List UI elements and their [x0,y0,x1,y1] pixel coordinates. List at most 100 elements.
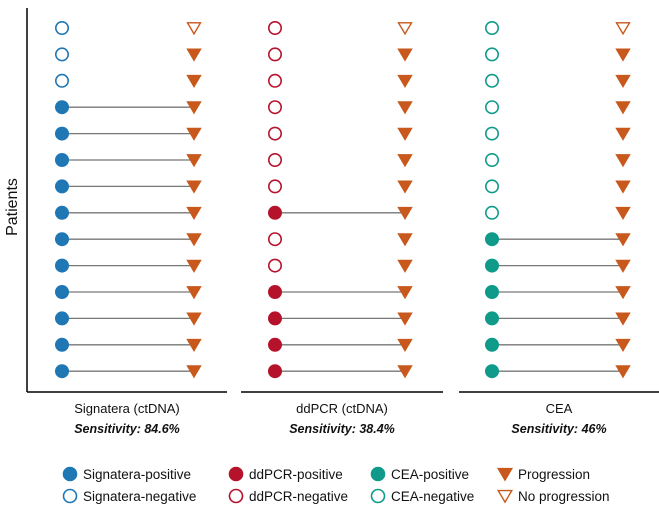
legend-circle-icon [62,488,78,504]
no-progression-marker [397,22,413,36]
legend-circle-icon [370,466,386,482]
test-positive-marker [484,232,499,247]
legend-circle-icon [228,488,244,504]
progression-marker [186,259,202,273]
legend-item: CEA-negative [370,488,474,504]
test-negative-marker [484,20,499,35]
panel-cea: CEA Sensitivity: 46% [459,20,659,436]
progression-marker [397,74,413,89]
progression-marker [615,48,631,62]
test-negative-marker [267,73,282,88]
progression-marker [186,312,202,326]
panels: Signatera (ctDNA) Sensitivity: 84.6% ddPCR… [26,8,659,436]
no-progression-marker [186,22,202,36]
test-positive-marker [484,258,499,273]
test-positive-marker [54,205,69,220]
progression-marker [615,233,631,247]
legend-item: No progression [496,489,610,504]
test-negative-marker [54,47,69,62]
test-negative-marker [484,47,499,62]
progression-marker [397,338,413,353]
progression-marker [615,312,631,326]
test-negative-marker [267,100,282,115]
legend: Signatera-positive ddPCR-positive CEA-posi… [62,466,610,504]
test-positive-marker [484,337,499,352]
progression-marker [615,180,631,194]
progression-marker [397,101,413,115]
test-positive-marker [267,205,282,220]
progression-marker [615,74,631,89]
test-positive-marker [54,311,69,326]
no-progression-marker [615,22,631,36]
legend-label: ddPCR-positive [249,467,343,482]
legend-label: CEA-positive [391,467,469,482]
test-negative-marker [484,73,499,88]
legend-label: No progression [518,489,610,504]
panel-title: CEA [546,401,573,416]
test-positive-marker [54,284,69,299]
progression-marker [397,206,413,221]
legend-label: Signatera-positive [83,467,191,482]
progression-marker [615,206,631,221]
progression-marker [397,259,413,273]
test-positive-marker [54,179,69,194]
test-positive-marker [54,258,69,273]
progression-marker [615,365,631,379]
y-axis-label: Patients [4,178,21,236]
panel-signatera: Signatera (ctDNA) Sensitivity: 84.6% [26,8,227,436]
test-negative-marker [484,153,499,168]
progression-marker [186,365,202,379]
progression-marker [186,233,202,247]
legend-label: CEA-negative [391,489,474,504]
test-positive-marker [54,153,69,168]
legend-label: Signatera-negative [83,489,196,504]
progression-marker [615,127,631,141]
progression-marker [615,338,631,353]
test-negative-marker [267,126,282,141]
progression-marker [186,180,202,194]
progression-marker [397,312,413,326]
progression-marker [186,101,202,115]
test-negative-marker [484,126,499,141]
test-negative-marker [484,205,499,220]
test-negative-marker [267,20,282,35]
progression-marker [397,180,413,194]
progression-marker [397,48,413,62]
progression-marker [186,74,202,89]
progression-marker [615,154,631,168]
test-negative-marker [484,179,499,194]
test-positive-marker [267,311,282,326]
test-positive-marker [484,284,499,299]
panel-sensitivity: Sensitivity: 84.6% [74,422,180,436]
test-positive-marker [267,364,282,379]
legend-item: ddPCR-positive [228,466,343,482]
test-negative-marker [267,179,282,194]
test-positive-marker [54,364,69,379]
legend-label: ddPCR-negative [249,489,348,504]
legend-item: Signatera-negative [62,488,196,504]
legend-item: Progression [496,467,590,482]
test-positive-marker [484,311,499,326]
test-positive-marker [267,337,282,352]
progression-marker [397,154,413,168]
legend-item: ddPCR-negative [228,488,348,504]
panel-title: Signatera (ctDNA) [74,401,179,416]
legend-item: Signatera-positive [62,466,191,482]
test-positive-marker [54,232,69,247]
panel-sensitivity: Sensitivity: 46% [511,422,606,436]
legend-circle-icon [62,466,78,482]
progression-marker [615,286,631,300]
test-negative-marker [267,153,282,168]
progression-marker [397,365,413,379]
panel-ddpcr: ddPCR (ctDNA)Sensitivity: 38.4% [241,20,443,436]
test-positive-marker [54,100,69,115]
progression-marker [397,233,413,247]
legend-label: Progression [518,467,590,482]
progression-marker [186,338,202,353]
test-negative-marker [267,258,282,273]
progression-marker [615,101,631,115]
test-negative-marker [54,73,69,88]
test-negative-marker [484,100,499,115]
progression-marker [186,154,202,168]
